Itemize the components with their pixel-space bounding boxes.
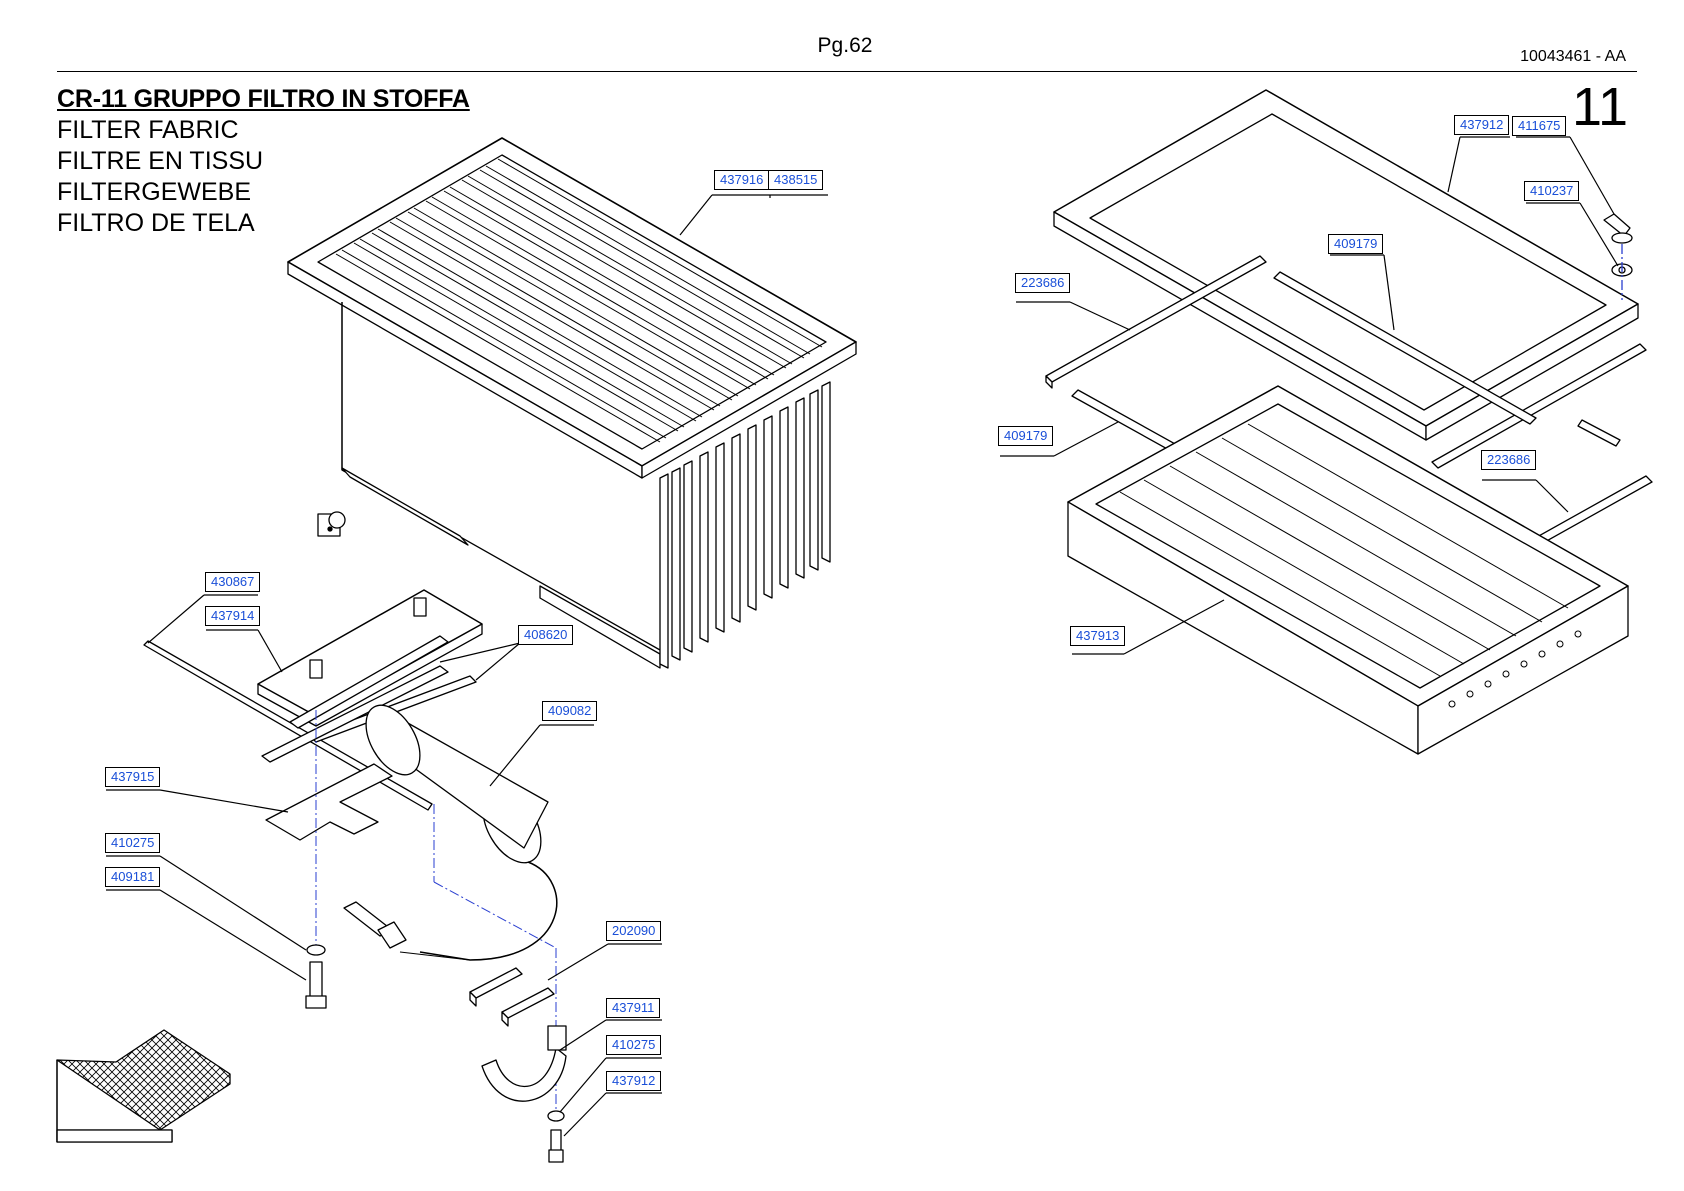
fabric-filter-box [287,137,857,669]
callout-408620[interactable]: 408620 [518,625,574,645]
section-number: 11 [1571,77,1628,137]
filter-tray-437913 [1067,385,1629,755]
callout-437913[interactable]: 437913 [1070,626,1126,646]
callout-409082[interactable]: 409082 [542,701,598,721]
callout-437916[interactable]: 437916 [714,170,770,190]
header-divider [57,71,1637,72]
document-code: 10043461 - AA [1520,48,1626,65]
title-translation-es: FILTRO DE TELA [57,209,255,237]
title-translation-en: FILTER FABRIC [57,116,239,144]
callout-410275-left[interactable]: 410275 [105,833,161,853]
callout-411675[interactable]: 411675 [1512,116,1567,136]
callout-409179-lower[interactable]: 409179 [998,426,1054,446]
callout-437911[interactable]: 437911 [606,998,661,1018]
callout-437915[interactable]: 437915 [105,767,161,787]
page-number: Pg.62 [817,34,873,57]
callout-437912-frame[interactable]: 437912 [1454,115,1510,135]
knob-and-washer [1603,213,1633,300]
callout-223686-upper[interactable]: 223686 [1015,273,1071,293]
callout-437914[interactable]: 437914 [205,606,261,626]
fabric-swatch [56,1029,231,1143]
callout-223686-lower[interactable]: 223686 [1481,450,1537,470]
callout-409181[interactable]: 409181 [105,867,161,887]
filter-frame-437912 [1053,89,1639,441]
callout-202090[interactable]: 202090 [606,921,662,941]
callout-437912-bottom[interactable]: 437912 [606,1071,662,1091]
callout-438515[interactable]: 438515 [768,170,824,190]
title-translation-fr: FILTRE EN TISSU [57,147,264,175]
page-title: CR-11 GRUPPO FILTRO IN STOFFA [57,85,470,113]
title-translation-de: FILTERGEWEBE [57,178,252,206]
callout-410275-bottom[interactable]: 410275 [606,1035,662,1055]
callout-409179-upper[interactable]: 409179 [1328,234,1384,254]
title-block: CR-11 GRUPPO FILTRO IN STOFFA FILTER FAB… [57,84,470,239]
callout-430867[interactable]: 430867 [205,572,261,592]
drive-mechanism [143,589,567,1163]
callout-410237[interactable]: 410237 [1524,181,1580,201]
